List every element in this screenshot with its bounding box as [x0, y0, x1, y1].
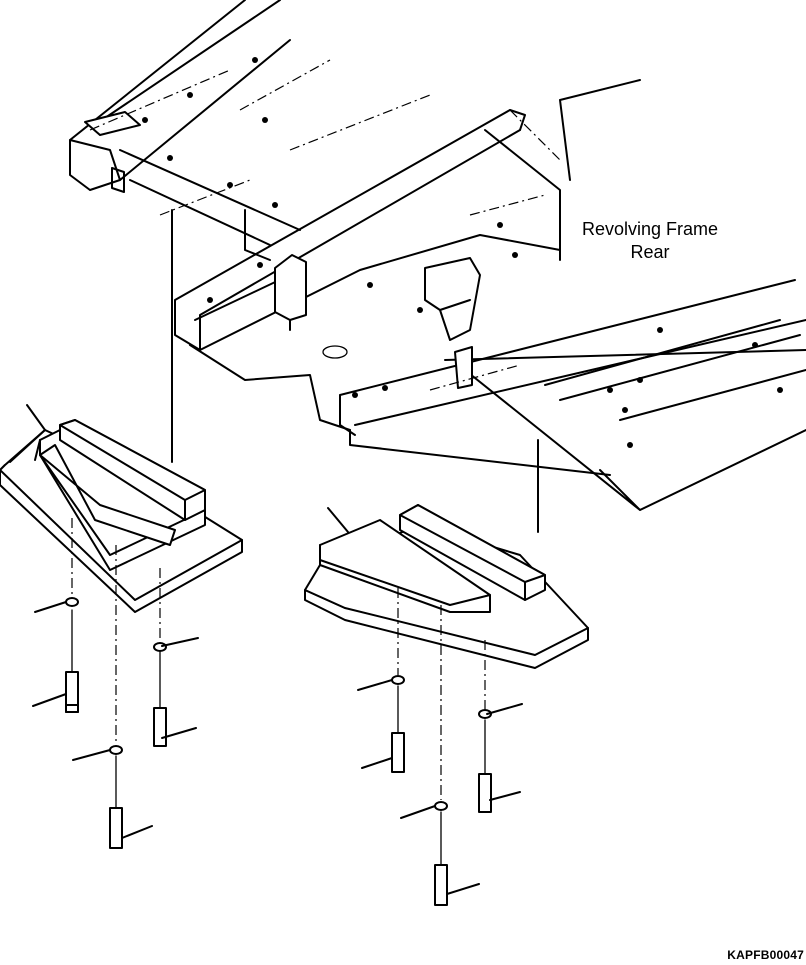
bolts-right — [357, 588, 523, 906]
figure-code: KAPFB00047 — [727, 948, 804, 962]
frame-caption-line1: Revolving Frame — [581, 219, 719, 239]
bolts-left — [26, 404, 199, 849]
frame-caption-line2: Rear — [630, 242, 670, 262]
counterweight-right — [304, 504, 589, 669]
revolving-frame — [69, 0, 806, 511]
counterweight-left — [0, 419, 243, 613]
